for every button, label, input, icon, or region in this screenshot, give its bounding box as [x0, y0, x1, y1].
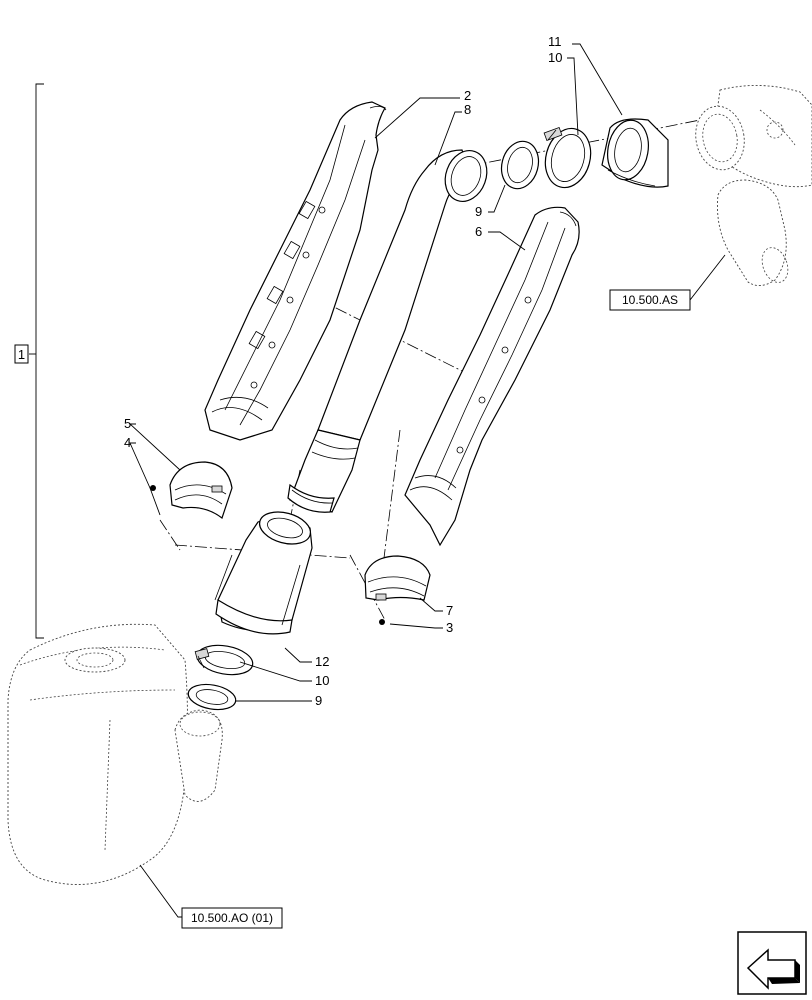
exhaust-pipe-part-8 — [287, 149, 471, 513]
turbo-outlet-phantom — [695, 85, 812, 286]
callout-3: 3 — [446, 620, 453, 635]
callout-12: 12 — [315, 654, 329, 669]
reference-10-500-as[interactable]: 10.500.AS — [622, 293, 678, 307]
canister-part-12 — [214, 511, 313, 635]
coupling-part-11 — [601, 118, 669, 188]
reference-box-bottom[interactable]: 10.500.AO (01) — [181, 907, 283, 929]
bolt-part-3 — [379, 619, 385, 625]
clamp-part-10-bottom — [194, 644, 254, 676]
clamp-part-10-top — [543, 126, 592, 189]
assembly-label: 1 — [18, 347, 25, 362]
callout-10-bottom: 10 — [315, 673, 329, 688]
heat-shield-part-6 — [404, 206, 580, 547]
reference-10-500-ao-01[interactable]: 10.500.AO (01) — [191, 911, 273, 925]
reference-box-top[interactable]: 10.500.AS — [609, 289, 691, 311]
callout-4: 4 — [124, 435, 131, 450]
callout-5: 5 — [124, 416, 131, 431]
arrow-back-icon[interactable] — [737, 931, 807, 995]
callout-10-top: 10 — [548, 50, 562, 65]
callout-2: 2 — [464, 88, 471, 103]
callout-8: 8 — [464, 102, 471, 117]
clamp-half-part-7 — [364, 555, 431, 601]
gasket-part-9-bottom — [187, 683, 237, 711]
gasket-part-9-top — [444, 150, 488, 202]
heat-shield-part-2 — [204, 101, 387, 441]
clamp-half-part-5 — [169, 461, 233, 519]
muffler-phantom — [7, 623, 223, 885]
callout-11: 11 — [548, 34, 562, 49]
assembly-bracket: 1 — [14, 83, 44, 639]
callout-9-bottom: 9 — [315, 693, 322, 708]
gasket-ring-top-b — [500, 140, 540, 190]
callout-7: 7 — [446, 603, 453, 618]
callout-6: 6 — [475, 224, 482, 239]
callout-9-top: 9 — [475, 204, 482, 219]
bolt-part-4 — [150, 485, 156, 491]
